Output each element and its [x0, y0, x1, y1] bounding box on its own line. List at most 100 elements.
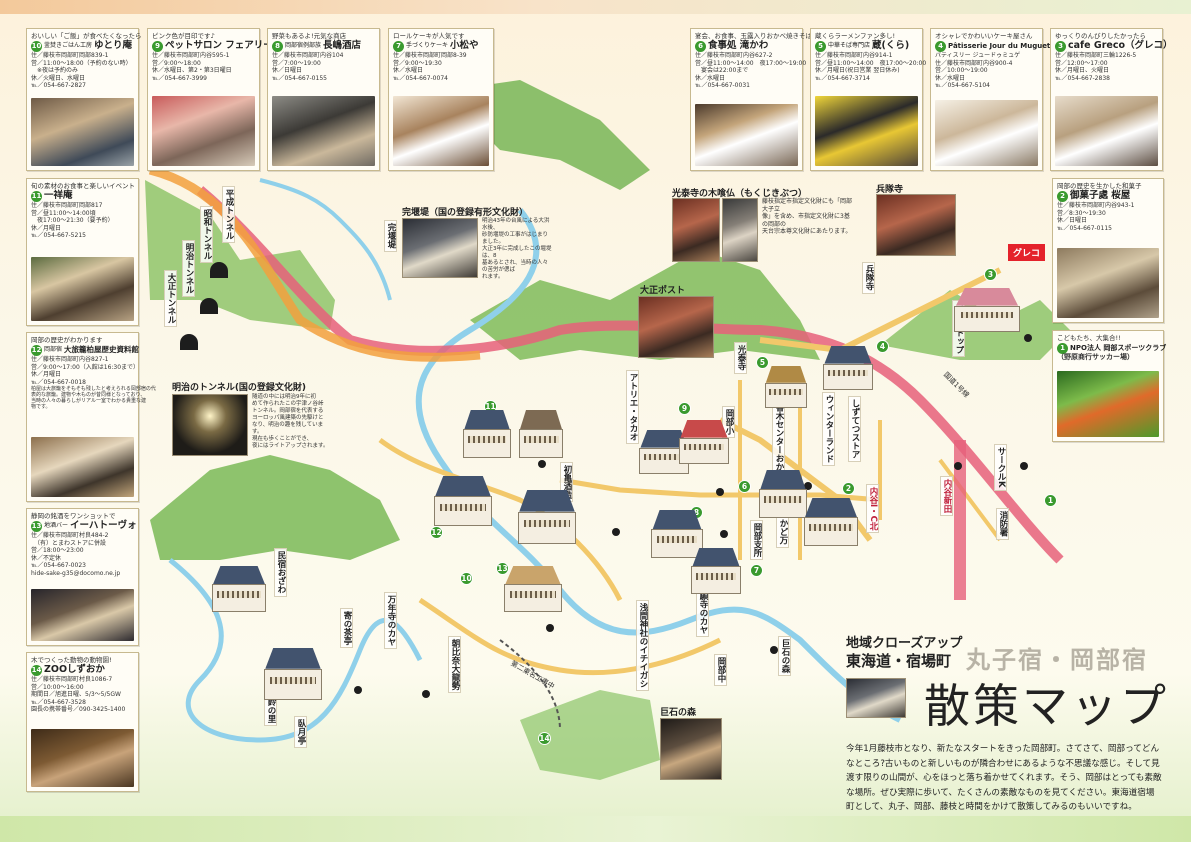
meiji-tunnel-photo[interactable] — [172, 394, 248, 456]
label-sengen-ichiigashi: 浅間神社のイチイガシ — [636, 600, 649, 691]
label-uchiya-shinden: 内谷新田 — [940, 476, 953, 516]
kanbori-tag: 完堰堤 — [384, 220, 397, 252]
label-greco-sign[interactable]: グレコ — [1008, 244, 1046, 261]
kanbori-photo[interactable] — [402, 218, 478, 278]
map-marker-9[interactable]: 9 — [678, 402, 691, 415]
road-orange-upper — [148, 165, 481, 362]
kyoseki-photo[interactable] — [660, 718, 722, 780]
tunnel-icon — [180, 334, 198, 350]
map-dot — [770, 646, 778, 654]
map-marker-12[interactable]: 12 — [430, 526, 443, 539]
photo-komatsuya — [393, 96, 489, 166]
map-marker-5[interactable]: 5 — [756, 356, 769, 369]
kannon-photo[interactable] — [672, 198, 720, 262]
map-marker-13[interactable]: 13 — [496, 562, 509, 575]
badge-1: 1 — [1057, 342, 1068, 354]
top-band — [0, 0, 1191, 14]
illustration-building — [800, 498, 862, 546]
meiji-tunnel-title: 明治のトンネル(国の登録文化財) — [172, 383, 307, 393]
label-uchiya-ic-north: 内谷I・C北 — [866, 484, 879, 534]
photo-nagashima — [272, 96, 375, 166]
photo-soccer-club — [1057, 371, 1159, 437]
label-shizutetsu-store: しずてつストア — [848, 396, 861, 462]
title-description: 今年1月藤枝市となり、新たなスタートをきった岡部町。さてさて、岡部ってどん なと… — [846, 744, 1162, 812]
kannon-photo-2[interactable] — [722, 198, 758, 262]
illustration-building — [516, 410, 566, 458]
map-marker-10[interactable]: 10 — [460, 572, 473, 585]
map-marker-6[interactable]: 6 — [738, 480, 751, 493]
label-yoru-no-chaya: 寄の茶亭 — [340, 608, 353, 648]
badge-4: 4 — [935, 40, 946, 52]
label-jouganji-kaya: 常願寺のカヤ — [696, 580, 709, 637]
badge-9: 9 — [152, 40, 163, 52]
photo-ihatov — [31, 589, 134, 641]
illustration-building — [514, 490, 580, 544]
kanbori-text: 明治43年の台風による大洪水後、 砂防堰堤の工事がはじまりました。 大正3年に完… — [482, 218, 552, 280]
photo-muguet — [935, 100, 1038, 166]
illustration-building — [762, 366, 810, 408]
map-dot — [354, 686, 362, 694]
map-marker-1[interactable]: 1 — [1044, 494, 1057, 507]
map-dot — [954, 462, 962, 470]
meiji-tunnel-text: 隧道の中には明治9年に初 めて作られたこの宇津ノ谷峠 トンネル。岡部宿を代表する… — [252, 394, 329, 449]
map-dot — [1020, 462, 1028, 470]
map-dot — [546, 624, 554, 632]
label-heitaiji: 兵隊寺 — [862, 262, 875, 294]
illustration-building — [208, 566, 270, 612]
road-local-1 — [759, 267, 1002, 354]
title-photo — [846, 678, 906, 718]
illustration-building — [430, 476, 496, 526]
road-southwest — [418, 597, 722, 676]
photo-zoo — [31, 729, 134, 787]
badge-8: 8 — [272, 40, 283, 52]
bottom-band — [0, 816, 1191, 842]
badge-6: 6 — [695, 40, 706, 52]
badge-5: 5 — [815, 40, 826, 52]
kyoseki-title: 巨石の森 — [660, 708, 697, 718]
label-atelier-takao: アトリエ・タカオ — [626, 370, 639, 444]
map-dot — [804, 482, 812, 490]
label-okabe-elementary: 岡部小 — [722, 406, 735, 438]
label-kadoman: かど万 — [776, 516, 789, 548]
label-kyoseki-no-mori: 巨石の森 — [778, 636, 791, 676]
map-marker-7[interactable]: 7 — [750, 564, 763, 577]
map-dot — [612, 528, 620, 536]
illustration-building — [950, 288, 1024, 332]
illustration-building — [648, 510, 706, 558]
map-marker-14[interactable]: 14 — [538, 732, 551, 745]
label-okabe-junior-high: 岡部中 — [714, 654, 727, 686]
badge-3: 3 — [1055, 40, 1066, 52]
illustration-building — [260, 648, 326, 700]
photo-kura — [815, 96, 918, 166]
badge-12: 12 — [31, 344, 42, 356]
tunnel-icon — [210, 262, 228, 278]
map-marker-3[interactable]: 3 — [984, 268, 997, 281]
kannon-title: 光泰寺の木喰仏（もくじきぶつ） — [672, 189, 808, 199]
map-marker-4[interactable]: 4 — [876, 340, 889, 353]
hyotanji-photo[interactable] — [876, 194, 956, 256]
taisho-post-photo[interactable] — [638, 296, 714, 358]
label-gagetsutei: 臥月亭 — [294, 716, 307, 748]
badge-2: 2 — [1057, 190, 1068, 202]
label-mannenji-kaya: 万年寺のカヤ — [384, 592, 397, 649]
badge-11: 11 — [31, 190, 42, 202]
photo-greco — [1055, 96, 1158, 166]
map-marker-2[interactable]: 2 — [842, 482, 855, 495]
title-towns: 丸子宿・岡部宿 — [966, 645, 1148, 674]
river-north — [259, 178, 392, 301]
